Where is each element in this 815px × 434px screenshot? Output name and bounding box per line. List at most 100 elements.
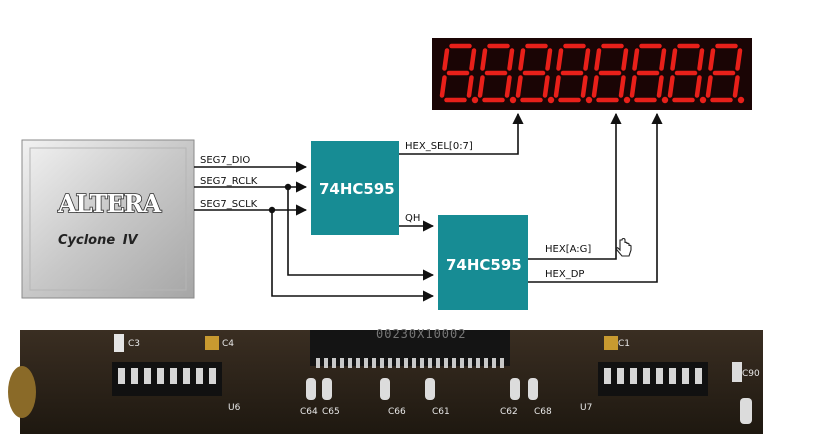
silk-c3: C3: [128, 339, 140, 349]
display-digit: [629, 43, 669, 104]
pcb-pin: [183, 368, 190, 384]
pcb-pin: [617, 368, 624, 384]
wire-hex-ag: [528, 112, 622, 260]
display-segment: [708, 48, 716, 71]
pcb-pin: [364, 358, 368, 368]
display-segment: [629, 75, 637, 98]
pcb-pin: [669, 368, 676, 384]
wire-sclk-branch: [271, 210, 435, 302]
pcb-pin: [420, 358, 424, 368]
pcb-ic-u7: [598, 362, 708, 396]
shift-register-chip-1: 74HC595: [311, 141, 399, 235]
display-digit: [667, 43, 707, 104]
display-segment: [735, 48, 743, 71]
display-digit: [591, 43, 631, 104]
display-decimal-point: [547, 96, 555, 104]
pcb-ic-u6: [112, 362, 222, 396]
display-decimal-point: [509, 96, 517, 104]
display-segment: [553, 75, 561, 98]
display-segment: [594, 48, 602, 71]
pcb-pin: [332, 358, 336, 368]
display-decimal-point: [699, 96, 707, 104]
label-seg7-dio: SEG7_DIO: [200, 155, 250, 166]
display-segment: [697, 48, 705, 71]
display-segment: [656, 75, 664, 98]
wire-hex-dp: [528, 112, 663, 283]
pcb-pin: [468, 358, 472, 368]
display-segment: [732, 75, 740, 98]
chip-2-label: 74HC595: [446, 256, 522, 274]
junction-dots: [268, 183, 292, 214]
display-segment: [583, 48, 591, 71]
label-hex-dp: HEX_DP: [545, 269, 584, 280]
pcb-photo: 00230X10002 C3 C4 C64 C65 C66 C61 C62: [8, 327, 763, 434]
silk-u7: U7: [580, 403, 592, 413]
pcb-pin: [460, 358, 464, 368]
pcb-pin: [484, 358, 488, 368]
pcb-pin: [412, 358, 416, 368]
silk-c64: C64: [300, 407, 318, 417]
pcb-pin: [492, 358, 496, 368]
pcb-pin: [356, 358, 360, 368]
pcb-pin: [436, 358, 440, 368]
pcb-pin: [604, 368, 611, 384]
display-digit: [553, 43, 593, 104]
display-decimal-point: [661, 96, 669, 104]
display-segment: [442, 48, 450, 71]
pcb-pin: [656, 368, 663, 384]
display-segment: [667, 75, 675, 98]
label-hex-ag: HEX[A:G]: [545, 244, 591, 255]
display-segment: [507, 48, 515, 71]
display-segment: [480, 48, 488, 71]
display-digit: [477, 43, 517, 104]
pcb-pin: [316, 358, 320, 368]
shift-register-chip-2: 74HC595: [438, 215, 528, 310]
pcb-pin: [157, 368, 164, 384]
display-segment: [632, 48, 640, 71]
wire-rclk-branch: [287, 187, 435, 281]
pcb-pin: [476, 358, 480, 368]
pcb-pin: [144, 368, 151, 384]
display-digit: [439, 43, 479, 104]
silk-c65: C65: [322, 407, 340, 417]
pcb-pin: [348, 358, 352, 368]
display-segment: [659, 48, 667, 71]
display-segment: [580, 75, 588, 98]
silk-c61: C61: [432, 407, 450, 417]
pcb-pin: [209, 368, 216, 384]
pcb-pin: [388, 358, 392, 368]
hand-cursor-icon: [616, 237, 632, 257]
display-segment: [545, 48, 553, 71]
pcb-pin: [695, 368, 702, 384]
display-decimal-point: [737, 96, 745, 104]
display-digit: [705, 43, 745, 104]
pcb-pin: [500, 358, 504, 368]
display-decimal-point: [623, 96, 631, 104]
seven-segment-display: [432, 38, 752, 110]
pcb-pin: [630, 368, 637, 384]
pcb-pin: [380, 358, 384, 368]
display-segment: [518, 48, 526, 71]
label-seg7-sclk: SEG7_SCLK: [200, 199, 258, 210]
silk-c66: C66: [388, 407, 406, 417]
pcb-pin: [196, 368, 203, 384]
display-decimal-point: [585, 96, 593, 104]
pcb-pin: [324, 358, 328, 368]
cyclone-label: Cyclone IV: [58, 233, 139, 248]
fpga-chip: ALTERA Cyclone IV: [21, 139, 195, 299]
silk-c4: C4: [222, 339, 234, 349]
silk-c90: C90: [742, 369, 760, 379]
chip-1-label: 74HC595: [319, 180, 395, 198]
pcb-capacitors: [114, 334, 752, 424]
display-segment: [515, 75, 523, 98]
display-segment: [504, 75, 512, 98]
pcb-pin: [170, 368, 177, 384]
display-digits: [439, 43, 745, 104]
wire-hex-sel: [399, 112, 524, 155]
label-hex-sel: HEX_SEL[0:7]: [405, 141, 473, 152]
display-segment: [694, 75, 702, 98]
display-segment: [618, 75, 626, 98]
pcb-pin: [396, 358, 400, 368]
pcb-pin: [404, 358, 408, 368]
display-segment: [556, 48, 564, 71]
